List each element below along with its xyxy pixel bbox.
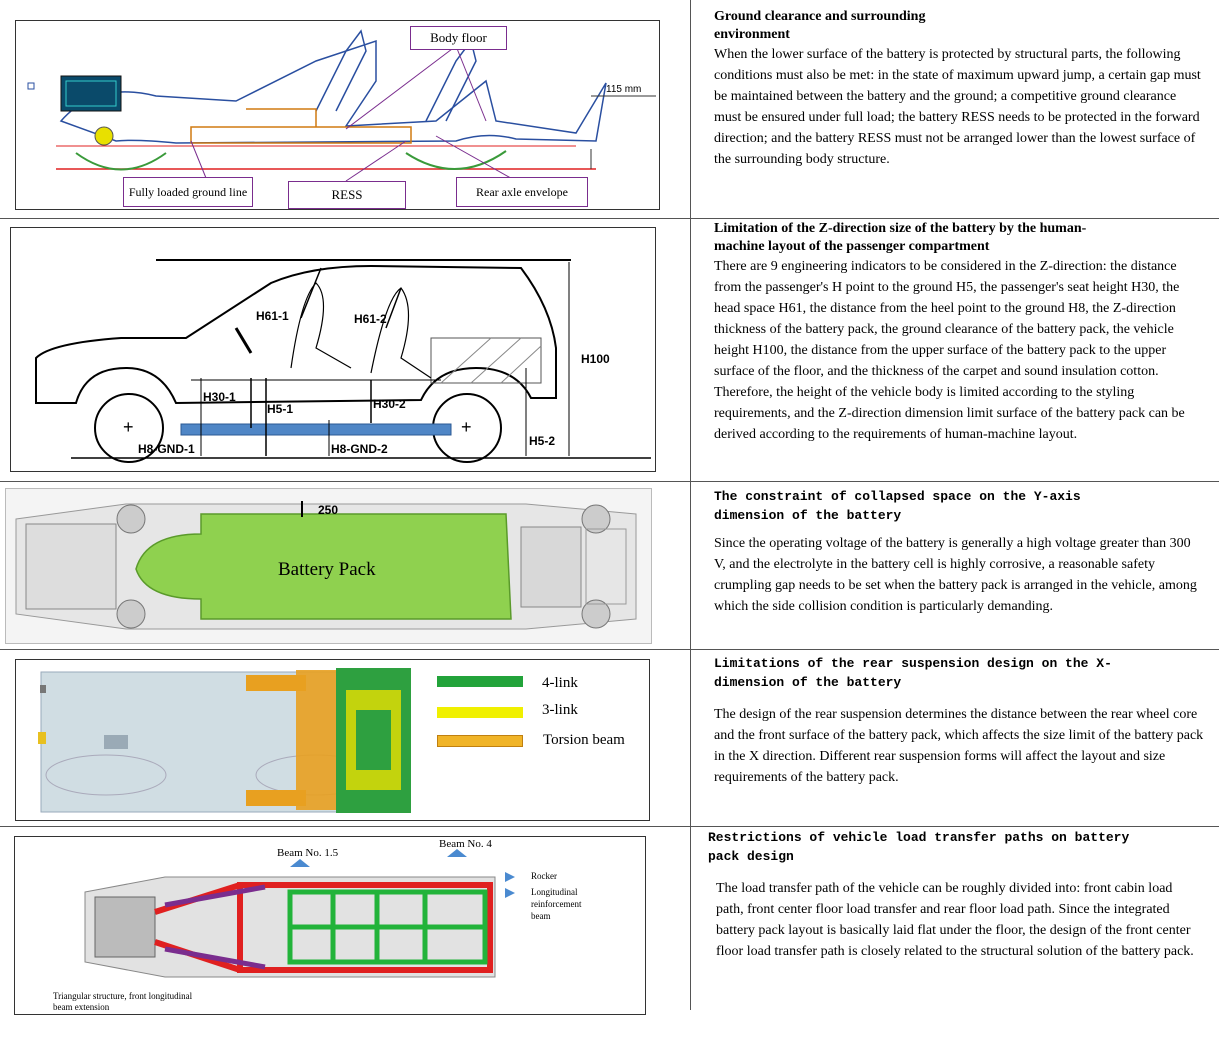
dimension-115mm: 115 mm (606, 84, 641, 95)
section-z-direction: Limitation of the Z-direction size of th… (714, 220, 1204, 445)
section-title: Restrictions of vehicle load transfer pa… (708, 830, 1130, 864)
figure-z-direction: + + H61-1 H61-2 H100 H30-1 H5-1 H30-2 H5… (10, 227, 656, 472)
label-rear-axle: Rear axle envelope (456, 177, 588, 207)
figure-load-paths: Beam No. 1.5 Beam No. 4 Rocker Longitudi… (14, 836, 646, 1015)
section-body: There are 9 engineering indicators to be… (714, 259, 1185, 442)
section-y-axis: The constraint of collapsed space on the… (714, 487, 1204, 617)
label-triangular-structure: Triangular structure, front longitudinal (53, 991, 193, 1001)
label-reinforcement: reinforcement (531, 899, 582, 909)
legend-swatch-4-link (437, 676, 523, 687)
label-ress: RESS (288, 181, 406, 209)
row-divider (0, 481, 1219, 482)
label-longitudinal: Longitudinal (531, 887, 578, 897)
label-beam-4: Beam No. 4 (439, 838, 492, 850)
dimension-250: 250 (318, 503, 338, 517)
section-title: Limitation of the Z-direction size of th… (714, 221, 1087, 254)
label-h5-1: H5-1 (267, 402, 293, 416)
section-body: The design of the rear suspension determ… (714, 707, 1204, 785)
label-ground-line: Fully loaded ground line (123, 177, 253, 207)
figure-ground-clearance: 115 mm Body floor Fully loaded ground li… (15, 20, 660, 210)
section-load-paths: Restrictions of vehicle load transfer pa… (708, 828, 1198, 962)
section-title: Limitations of the rear suspension desig… (714, 656, 1112, 690)
column-divider (690, 0, 691, 1010)
label-h100: H100 (581, 352, 610, 366)
label-h5-2: H5-2 (529, 434, 555, 448)
section-body: When the lower surface of the battery is… (714, 47, 1201, 167)
section-body: The load transfer path of the vehicle ca… (716, 881, 1194, 959)
legend-swatch-torsion-beam (437, 735, 523, 747)
ground-clearance-diagram: 115 mm (27, 29, 656, 182)
figure-y-axis: 250 Battery Pack (5, 488, 652, 644)
label-beam: beam (531, 911, 551, 921)
label-h8-gnd-1: H8-GND-1 (138, 442, 195, 456)
label-rocker: Rocker (531, 871, 557, 881)
z-direction-diagram: + + H61-1 H61-2 H100 H30-1 H5-1 H30-2 H5… (35, 259, 651, 463)
section-title: Ground clearance and surrounding environ… (714, 9, 926, 42)
section-ground-clearance: Ground clearance and surrounding environ… (714, 8, 1204, 170)
label-h61-1: H61-1 (256, 309, 289, 323)
label-beam-extension: beam extension (53, 1002, 110, 1012)
label-h30-2: H30-2 (373, 397, 406, 411)
load-path-diagram: Beam No. 1.5 Beam No. 4 Rocker Longitudi… (53, 838, 582, 1012)
row-divider (0, 826, 1219, 827)
row-divider (0, 218, 1219, 219)
section-body: Since the operating voltage of the batte… (714, 536, 1197, 614)
legend-label-4-link: 4-link (542, 675, 578, 691)
rear-suspension-diagram (38, 668, 411, 813)
y-axis-diagram: 250 Battery Pack (6, 489, 651, 643)
legend-swatch-3-link (437, 707, 523, 718)
section-title: The constraint of collapsed space on the… (714, 489, 1081, 523)
svg-text:+: + (123, 417, 134, 437)
legend-label-torsion-beam: Torsion beam (543, 732, 625, 748)
label-beam-1-5: Beam No. 1.5 (277, 847, 339, 859)
section-rear-suspension: Limitations of the rear suspension desig… (714, 654, 1204, 788)
label-h61-2: H61-2 (354, 312, 387, 326)
svg-text:+: + (461, 417, 472, 437)
label-h30-1: H30-1 (203, 390, 236, 404)
figure-rear-suspension: 4-link 3-link Torsion beam (15, 659, 650, 821)
label-body-floor: Body floor (410, 26, 507, 50)
row-divider (0, 649, 1219, 650)
label-h8-gnd-2: H8-GND-2 (331, 442, 388, 456)
legend-label-3-link: 3-link (542, 702, 578, 718)
label-battery-pack: Battery Pack (278, 559, 376, 580)
